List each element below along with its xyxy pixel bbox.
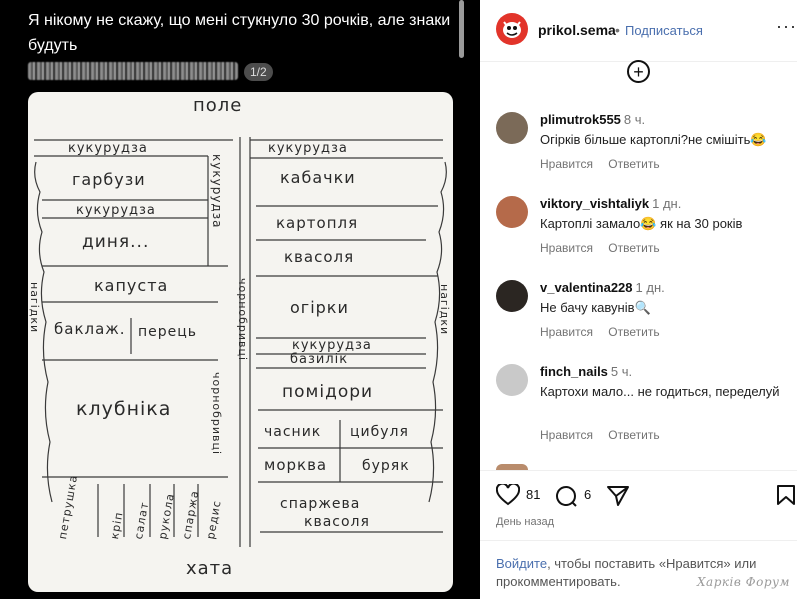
label-kukuruza-vertical: кукурудза xyxy=(210,154,224,229)
likes-count: 81 xyxy=(526,487,541,502)
comment-actions: Нравится Ответить xyxy=(540,325,672,339)
like-comment-button[interactable]: Нравится xyxy=(540,157,593,171)
share-icon[interactable] xyxy=(606,484,630,508)
post-actions-bar: 81 6 xyxy=(496,484,795,508)
label-kvasolia: квасоля xyxy=(284,248,355,266)
more-options-icon[interactable]: ··· xyxy=(776,16,797,36)
label-ogirky: огірки xyxy=(290,298,349,317)
post-caption: Я нікому не скажу, що мені стукнуло 30 р… xyxy=(28,12,451,54)
comment-avatar-partial xyxy=(496,464,528,470)
comment-avatar[interactable] xyxy=(496,196,528,228)
plus-circle-icon[interactable]: + xyxy=(627,60,650,83)
label-chornobryvtsi-left: чорнобривці xyxy=(210,372,223,456)
label-klubnika: клубніка xyxy=(76,398,172,420)
heart-icon[interactable] xyxy=(496,484,520,506)
label-tsybulia: цибуля xyxy=(350,424,409,440)
like-comment-button[interactable]: Нравится xyxy=(540,241,593,255)
reply-comment-button[interactable]: Ответить xyxy=(608,157,660,171)
comment-text: Картоплі замало😂 як на 30 років xyxy=(540,216,743,231)
label-kabachky: кабачки xyxy=(280,168,356,187)
bookmark-icon[interactable] xyxy=(776,484,796,506)
label-kukuruza-2: кукурудза xyxy=(76,203,156,218)
label-sparzheva-kvasolia: квасоля xyxy=(304,514,370,530)
label-buriak: буряк xyxy=(362,458,410,474)
comment-icon[interactable] xyxy=(554,484,578,508)
divider xyxy=(480,470,797,471)
label-perets: перець xyxy=(138,324,198,340)
comments-count: 6 xyxy=(584,487,592,502)
plan-top-label: поле xyxy=(193,95,243,116)
comment-actions: Нравится Ответить xyxy=(540,157,672,171)
reply-comment-button[interactable]: Ответить xyxy=(608,325,660,339)
forum-watermark: Харків Форум xyxy=(697,575,790,589)
comment-text: Не бачу кавунів🔍 xyxy=(540,300,651,315)
post-header: prikol.sema • Подписаться ··· xyxy=(480,0,797,62)
author-username[interactable]: prikol.sema xyxy=(538,22,616,38)
label-chornobryvtsi-right: чорнобривці xyxy=(236,278,249,362)
post-date: День назад xyxy=(496,516,555,528)
login-prompt: Войдите, чтобы поставить «Нравится» или … xyxy=(496,555,786,591)
label-kapusta: капуста xyxy=(94,276,169,295)
comment-text: Картохи мало... не годиться, переделуй xyxy=(540,384,780,399)
post-media-panel: Я нікому не скажу, що мені стукнуло 30 р… xyxy=(0,0,480,599)
login-prompt-text: , чтобы поставить «Нравится» или прокомм… xyxy=(496,556,757,589)
label-morkva: морква xyxy=(264,456,328,474)
garden-plan-photo: поле хата кукурудза гарбузи кукурудза ди… xyxy=(28,92,453,592)
label-garbuzy: гарбузи xyxy=(72,170,146,189)
cartoon-face-icon xyxy=(503,21,521,38)
label-bazylik: базилік xyxy=(290,352,349,367)
blurred-caption-line xyxy=(28,62,238,80)
label-baklazh: баклаж. xyxy=(54,320,126,338)
label-kukuruza-1: кукурудза xyxy=(68,141,148,156)
comment-actions: Нравится Ответить xyxy=(540,428,672,442)
label-dynya: диня... xyxy=(82,232,150,252)
separator-dot: • xyxy=(615,22,620,38)
like-comment-button[interactable]: Нравится xyxy=(540,325,593,339)
plan-lines xyxy=(34,137,447,547)
label-pomidory: помідори xyxy=(282,382,374,402)
label-nagidky-left: нагідки xyxy=(28,282,41,334)
label-sparzheva: спаржева xyxy=(280,496,361,512)
post-sidebar: prikol.sema • Подписаться ··· + plimutro… xyxy=(480,0,797,599)
like-comment-button[interactable]: Нравится xyxy=(540,428,593,442)
comment-text: Огірків більше картоплі?не смішіть😂 xyxy=(540,132,767,147)
comment-avatar[interactable] xyxy=(496,364,528,396)
label-kukuruza-right-2: кукурудза xyxy=(292,338,372,353)
divider xyxy=(480,540,797,541)
author-avatar[interactable] xyxy=(496,13,528,45)
label-chasnyk: часник xyxy=(264,424,322,440)
label-nagidky-right: нагідки xyxy=(438,284,451,336)
slide-counter: 1/2 xyxy=(244,63,273,81)
label-kartoplia: картопля xyxy=(276,214,359,232)
plan-bottom-label: хата xyxy=(186,558,234,579)
comment-avatar[interactable] xyxy=(496,280,528,312)
reply-comment-button[interactable]: Ответить xyxy=(608,241,660,255)
comment-actions: Нравится Ответить xyxy=(540,241,672,255)
reply-comment-button[interactable]: Ответить xyxy=(608,428,660,442)
scrollbar[interactable] xyxy=(459,0,464,58)
login-link[interactable]: Войдите xyxy=(496,556,548,571)
label-kukuruza-right: кукурудза xyxy=(268,141,348,156)
follow-button[interactable]: Подписаться xyxy=(625,23,703,38)
comment-avatar[interactable] xyxy=(496,112,528,144)
